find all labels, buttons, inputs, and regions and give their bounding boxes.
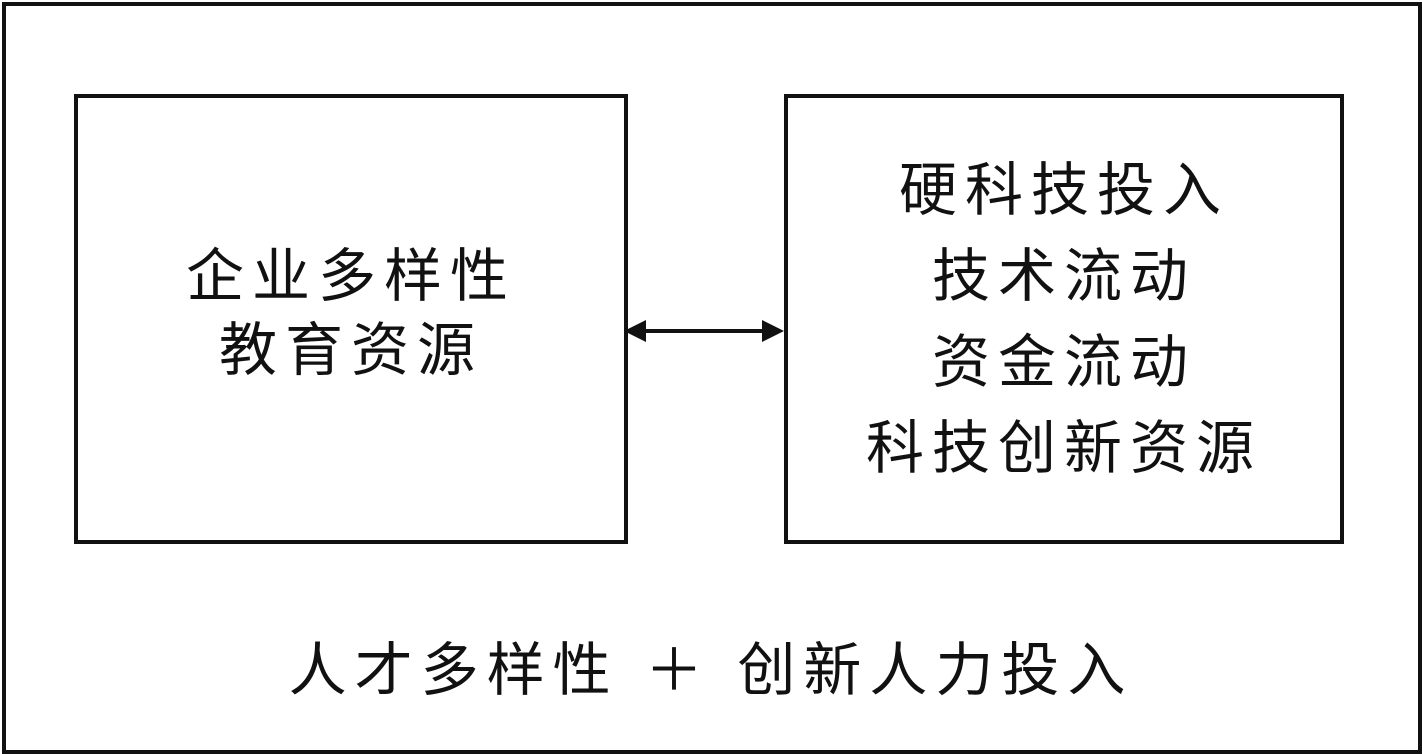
- caption: 人才多样性 ＋ 创新人力投入: [288, 636, 1134, 704]
- left-box-line-2: 教育资源: [218, 316, 483, 384]
- right-box-line-3: 资金流动: [931, 328, 1196, 396]
- right-box-line-2: 技术流动: [931, 242, 1196, 310]
- right-box-line-1: 硬科技投入: [898, 156, 1229, 224]
- right-box-line-4: 科技创新资源: [865, 414, 1262, 482]
- left-box-line-1: 企业多样性: [185, 242, 516, 310]
- left-box: 企业多样性 教育资源: [74, 94, 628, 544]
- right-box: 硬科技投入 技术流动 资金流动 科技创新资源: [784, 94, 1344, 544]
- bidirectional-arrow-icon: [624, 320, 784, 342]
- arrow-head-left: [624, 320, 646, 342]
- arrow-head-right: [762, 320, 784, 342]
